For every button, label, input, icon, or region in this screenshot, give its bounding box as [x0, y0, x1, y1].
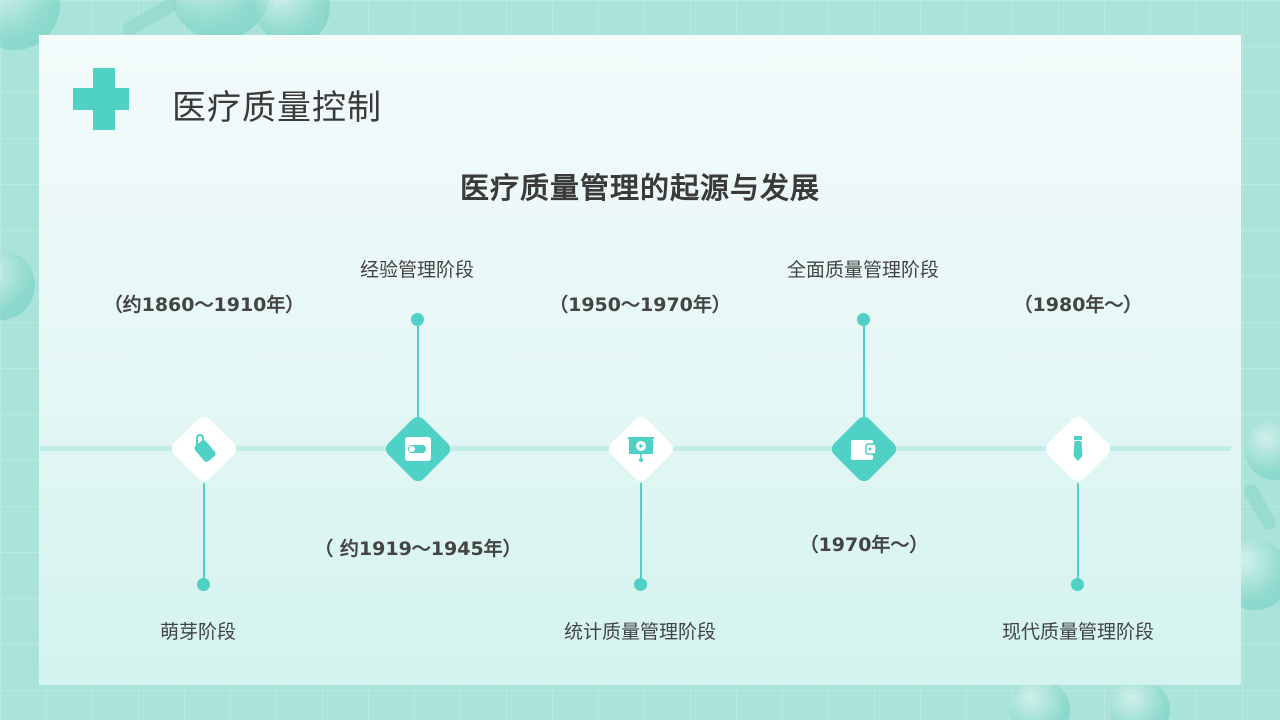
presentation-icon: [621, 429, 661, 469]
diagram-title: 医疗质量管理的起源与发展: [459, 171, 820, 205]
necktie-icon: [1058, 429, 1098, 469]
stage-period: （1970年～）: [799, 534, 929, 556]
stage-connector: [863, 320, 865, 420]
tag-icon: [184, 429, 224, 469]
stage-label: 现代质量管理阶段: [1001, 621, 1155, 643]
stage-period: （1950～1970年）: [549, 294, 731, 316]
stage-period: （约1860～1910年）: [103, 294, 305, 316]
wallet-icon: [844, 429, 884, 469]
stage-label: 经验管理阶段: [359, 259, 475, 281]
stage-connector: [1077, 483, 1079, 581]
stage-dot: [857, 313, 870, 326]
stage-dot: [634, 578, 647, 591]
stage-period: （1980年～）: [1013, 294, 1143, 316]
medical-cross-icon-bar: [73, 88, 129, 110]
stage-dot: [197, 578, 210, 591]
stage-label: 统计质量管理阶段: [563, 621, 717, 643]
stage-label: 萌芽阶段: [159, 621, 237, 643]
page-title: 医疗质量控制: [172, 88, 382, 128]
stage-connector: [203, 483, 205, 581]
stage-connector: [640, 483, 642, 581]
stage-period: （ 约1919～1945年）: [314, 538, 522, 560]
hard-drive-icon: [398, 429, 438, 469]
stage-dot: [1071, 578, 1084, 591]
stage-dot: [411, 313, 424, 326]
stage-label: 全面质量管理阶段: [786, 259, 940, 281]
stage-connector: [417, 320, 419, 420]
